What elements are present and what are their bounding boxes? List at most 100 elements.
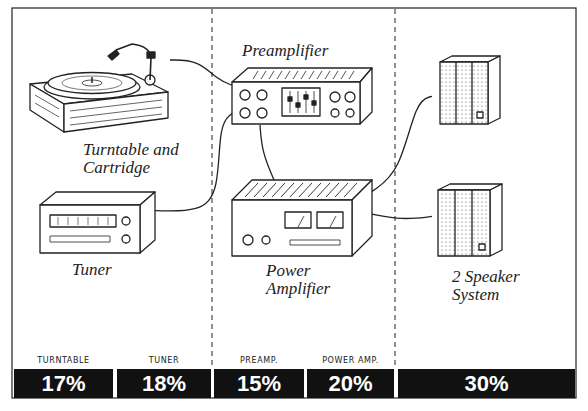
- preamplifier-drawing: [301, 71, 306, 79]
- share-box: 30%: [398, 369, 575, 398]
- preamplifier-drawing: [296, 103, 300, 107]
- tuner-drawing: [58, 217, 59, 225]
- turntable-drawing: [62, 76, 122, 90]
- text-holder: TUNER: [117, 357, 211, 366]
- turntable-drawing: [116, 44, 151, 80]
- divider: [212, 9, 395, 368]
- text-holder: Tuner: [72, 261, 162, 279]
- speaker-drawing: [477, 112, 483, 118]
- wire: [260, 125, 274, 180]
- text-holder: TURNTABLE: [14, 357, 113, 366]
- component: Preamplifier: [232, 68, 372, 125]
- preamplifier-drawing: [253, 71, 354, 79]
- text-holder: POWER AMP.: [307, 357, 394, 366]
- speaker-drawing: [438, 190, 490, 256]
- preamplifier-drawing: [330, 92, 340, 102]
- preamplifier-drawing: [232, 68, 372, 82]
- text-holder: 15%: [237, 373, 281, 395]
- component: Turntable and Cartridge: [25, 35, 170, 135]
- preamplifier-drawing: [304, 95, 308, 99]
- preamplifier-drawing: [240, 108, 250, 118]
- tuner-drawing: [88, 217, 89, 225]
- divider: [212, 9, 213, 368]
- component: Power Amplifier: [232, 180, 372, 256]
- percentage: 20%: [328, 373, 372, 395]
- preamplifier-drawing: [277, 71, 282, 79]
- text-holder: 2 Speaker System: [452, 268, 544, 304]
- preamplifier-drawing: [331, 109, 339, 117]
- column-heading: PREAMP.: [214, 357, 304, 366]
- wire: [372, 96, 432, 191]
- turntable-drawing: [91, 77, 93, 83]
- frame: [12, 8, 576, 398]
- tuner-drawing: [40, 192, 155, 253]
- tuner-drawing: [108, 217, 109, 225]
- component-label: 2 Speaker System: [452, 268, 544, 304]
- turntable-drawing: [70, 114, 162, 125]
- tuner-drawing: [98, 217, 99, 225]
- power-amplifier-drawing: [232, 180, 372, 200]
- preamplifier-drawing: [290, 91, 291, 113]
- divider: [395, 9, 396, 368]
- percentage: 17%: [41, 373, 85, 395]
- text-holder: 18%: [142, 373, 186, 395]
- preamplifier-drawing: [290, 91, 314, 113]
- wire: [372, 214, 432, 218]
- power-amplifier-drawing: [232, 200, 352, 256]
- turntable-drawing: [35, 95, 59, 109]
- preamplifier-drawing: [269, 71, 274, 79]
- column-heading: TURNTABLE: [14, 357, 113, 366]
- power-amplifier-drawing: [285, 212, 311, 228]
- text-holder: Power Amplifier: [266, 262, 351, 298]
- share-box: TURNTABLE17%: [14, 369, 113, 398]
- power-amplifier-drawing: [232, 180, 372, 256]
- component-label: Tuner: [72, 261, 162, 279]
- preamplifier-drawing: [257, 108, 267, 118]
- preamplifier-drawing: [333, 71, 338, 79]
- text-holder: 17%: [41, 373, 85, 395]
- speaker-drawing: [438, 56, 502, 256]
- preamplifier-drawing: [261, 71, 266, 79]
- speaker-drawing: [455, 62, 456, 124]
- component-label: Preamplifier: [242, 42, 372, 60]
- preamplifier-drawing: [282, 88, 320, 116]
- speaker-drawing: [490, 184, 502, 256]
- frame: [12, 8, 576, 398]
- text-holder: 20%: [328, 373, 372, 395]
- speaker-drawing: [440, 62, 488, 124]
- power-amplifier-drawing: [262, 236, 270, 244]
- wire: [155, 114, 232, 211]
- turntable-drawing: [70, 107, 162, 118]
- power-amplifier-drawing: [344, 183, 357, 197]
- speaker-drawing: [479, 244, 485, 250]
- power-amplifier-drawing: [290, 240, 340, 245]
- turntable-drawing: [30, 44, 168, 132]
- tuner-drawing: [40, 205, 140, 253]
- preamplifier-drawing: [360, 68, 372, 124]
- tuner-drawing: [40, 192, 155, 205]
- component: 2 Speaker System: [432, 55, 504, 262]
- turntable-drawing: [147, 52, 155, 58]
- turntable-drawing: [108, 50, 119, 60]
- component-label: Turntable and Cartridge: [83, 141, 208, 177]
- preamplifier-drawing: [285, 71, 290, 79]
- share-box: TUNER18%: [117, 369, 211, 398]
- column-heading: POWER AMP.: [307, 357, 394, 366]
- tuner-drawing: [140, 192, 155, 253]
- tuner-drawing: [68, 217, 69, 225]
- preamplifier-drawing: [298, 91, 299, 113]
- tuner-drawing: [122, 235, 130, 243]
- percentage: 18%: [142, 373, 186, 395]
- preamplifier-drawing: [288, 97, 292, 101]
- speaker-drawing: [471, 62, 472, 124]
- turntable-drawing: [48, 73, 136, 94]
- preamplifier-drawing: [317, 71, 322, 79]
- text-holder: 30%: [464, 373, 508, 395]
- preamplifier-drawing: [240, 90, 250, 100]
- power-amplifier-drawing: [298, 216, 304, 227]
- turntable-drawing: [70, 100, 162, 111]
- tuner-drawing: [50, 215, 116, 227]
- preamplifier-drawing: [349, 71, 354, 79]
- percentage: 15%: [237, 373, 281, 395]
